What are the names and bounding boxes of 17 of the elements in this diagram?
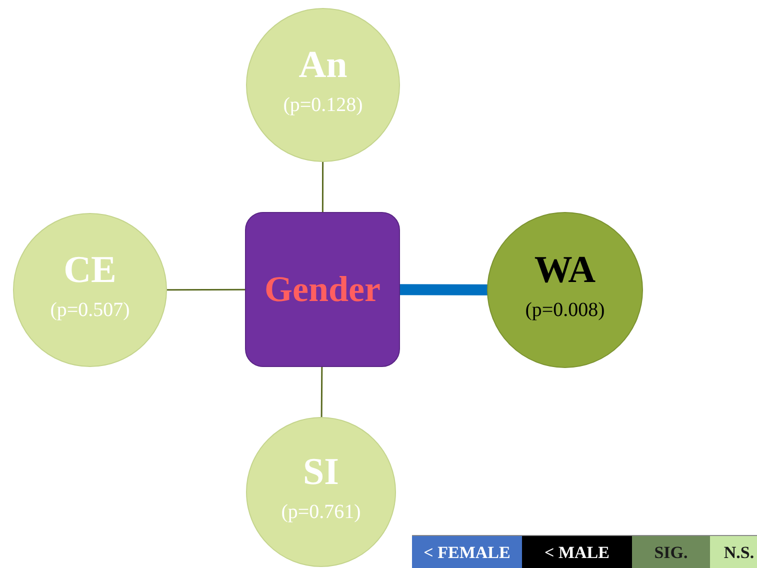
p-value: (p=0.128) bbox=[283, 94, 363, 118]
connector-line bbox=[167, 288, 245, 291]
factor-label: SI bbox=[303, 452, 339, 494]
factor-label: WA bbox=[534, 250, 596, 292]
p-value: (p=0.761) bbox=[281, 501, 361, 524]
factor-label: An bbox=[298, 44, 348, 86]
legend-swatch: < MALE bbox=[522, 536, 632, 568]
legend-swatch: < FEMALE bbox=[412, 536, 522, 568]
factor-label: CE bbox=[64, 250, 116, 292]
connector-line bbox=[320, 367, 323, 417]
category-label: Gender bbox=[264, 270, 380, 310]
p-value: (p=0.507) bbox=[50, 299, 130, 322]
legend-swatch: SIG. bbox=[632, 536, 710, 568]
connector-line bbox=[322, 162, 324, 212]
legend-swatch: N.S. bbox=[710, 536, 757, 568]
p-value: (p=0.008) bbox=[525, 299, 605, 322]
category-box bbox=[245, 212, 400, 367]
